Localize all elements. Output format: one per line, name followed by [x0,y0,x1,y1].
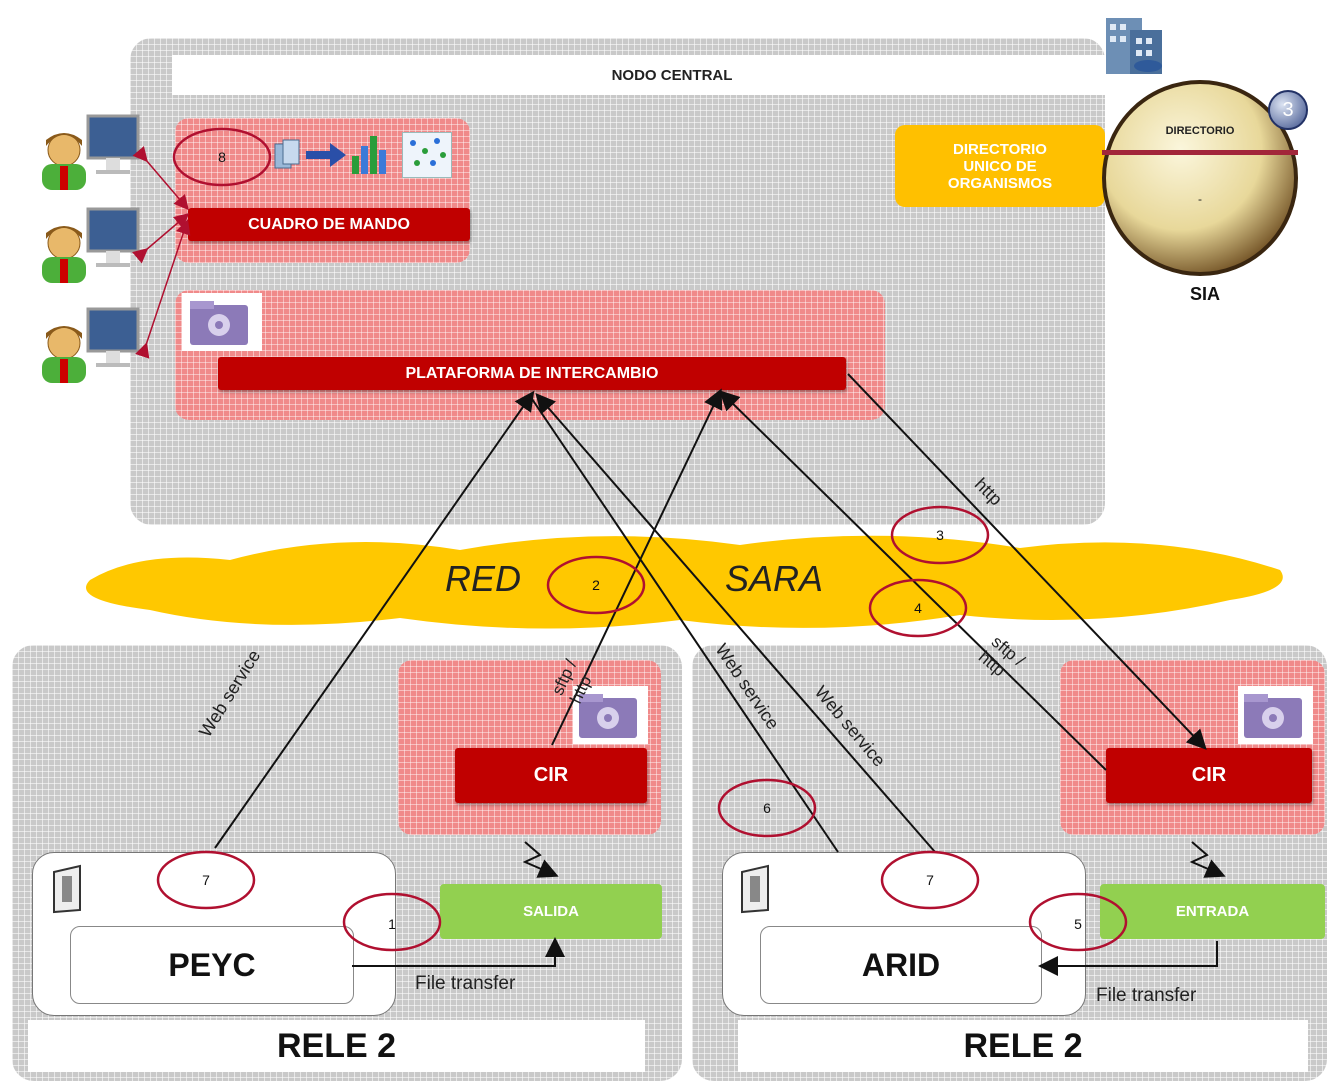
left-rele-label: RELE 2 [276,1026,397,1065]
nodo-central-title: NODO CENTRAL [611,66,733,84]
plataforma-bar[interactable]: PLATAFORMA DE INTERCAMBIO [218,357,846,390]
arrow-right-icon [306,143,346,167]
step-8-number: 8 [218,149,226,165]
entrada-label: ENTRADA [1175,903,1250,920]
peyc-ws-link [214,390,535,849]
left-file-transfer-label: File transfer [415,973,516,994]
left-rele-box: RELE 2 [28,1020,645,1072]
http-link [847,373,1207,750]
building-icon [1100,10,1172,82]
peyc-label: PEYC [168,946,256,983]
cuadro-mando-bar[interactable]: CUADRO DE MANDO [188,208,470,241]
step-3-number: 3 [936,527,944,543]
salida-label: SALIDA [523,903,579,920]
arid-label: ARID [861,946,941,983]
step-7-right-ellipse [880,850,980,910]
step-3-ellipse [890,505,990,565]
right-rele-label: RELE 2 [963,1026,1083,1065]
user1-link [132,146,189,211]
step-1-ellipse [342,892,442,952]
left-cir-salida-link [522,841,559,878]
badge-3-label: 3 [1282,98,1294,121]
plataforma-label: PLATAFORMA DE INTERCAMBIO [405,364,659,382]
peyc-app-box[interactable]: PEYC [70,926,354,1004]
user-workstation-1[interactable] [36,112,146,192]
server-icon-left [50,862,90,914]
arid-ws-link-1 [529,395,839,853]
step-7-left-ellipse [156,850,256,910]
user2-link [132,213,190,264]
left-cir-bar[interactable]: CIR [455,748,647,803]
step-2-ellipse [546,555,646,615]
cuadro-mando-label: CUADRO DE MANDO [248,215,410,233]
user-workstation-2[interactable] [36,205,146,285]
left-gear-folder-icon [573,686,648,744]
database-icon [273,138,303,174]
left-file-transfer-link [352,937,565,967]
badge-3: 3 [1268,90,1308,130]
left-cir-label: CIR [533,764,569,786]
step-7-left-number: 7 [202,872,210,888]
sia-label: SIA [1189,284,1220,304]
scatter-chart-icon [402,132,452,178]
step-7-right-number: 7 [926,872,934,888]
step-4-ellipse [868,578,968,638]
step-4-number: 4 [914,600,922,616]
right-file-transfer-label: File transfer [1096,985,1197,1006]
arid-ws-link-2 [535,392,936,853]
right-cir-bar[interactable]: CIR [1106,748,1312,803]
sara-label: SARA [725,558,824,599]
nodo-central-title-bar: NODO CENTRAL [172,55,1172,95]
directorio-box: DIRECTORIO UNICO DE ORGANISMOS [895,125,1105,207]
arid-app-box[interactable]: ARID [760,926,1042,1004]
salida-box[interactable]: SALIDA [440,884,662,939]
step-8-ellipse [172,127,272,187]
globe-dot: - [1198,192,1202,206]
bar-chart-icon [350,132,392,176]
step-6-ellipse [717,778,817,838]
right-cir-label: CIR [1191,764,1227,786]
right-gear-folder-icon [1238,686,1313,744]
step-1-number: 1 [388,916,396,932]
directorio-box-label: DIRECTORIO UNICO DE ORGANISMOS [947,140,1053,192]
entrada-box[interactable]: ENTRADA [1100,884,1325,939]
sia-globe [1100,78,1300,278]
red-label: RED [445,558,522,599]
gear-folder-icon [182,293,262,351]
step-6-number: 6 [763,800,771,816]
right-cir-entrada-link [1189,841,1226,878]
right-file-transfer-link [1038,941,1218,976]
step-5-number: 5 [1074,916,1082,932]
right-rele-box: RELE 2 [738,1020,1308,1072]
user-workstation-3[interactable] [36,305,146,385]
right-cir-link [719,390,1107,771]
step-5-ellipse [1028,892,1128,952]
globe-label: DIRECTORIO [1165,125,1235,137]
step-2-number: 2 [592,577,600,593]
user3-link [135,219,191,359]
server-icon-right [738,862,778,914]
